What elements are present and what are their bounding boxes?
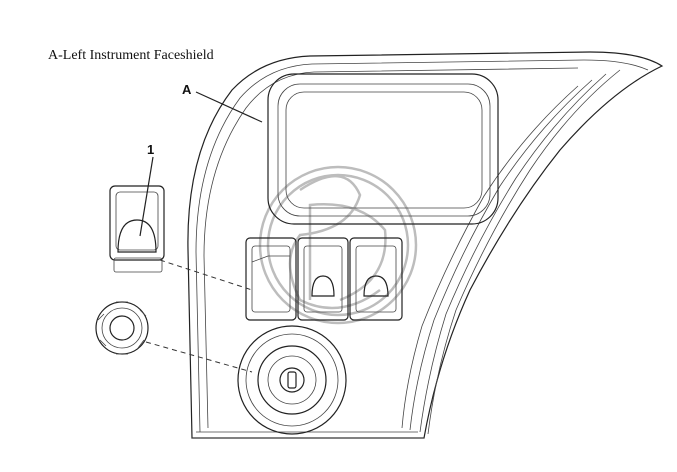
knob-part <box>95 301 149 355</box>
watermark-logo <box>258 165 418 325</box>
key-switch <box>237 325 347 435</box>
callout-label-a: A <box>182 82 192 97</box>
switch-bank <box>245 237 403 321</box>
callout-label-1: 1 <box>147 142 155 157</box>
figure-caption: A-Left Instrument Faceshield <box>48 48 214 63</box>
upper-opening <box>267 73 499 225</box>
rocker-switch-part <box>109 185 165 273</box>
callout-leaders <box>139 91 263 237</box>
assembly-lines <box>145 259 253 373</box>
